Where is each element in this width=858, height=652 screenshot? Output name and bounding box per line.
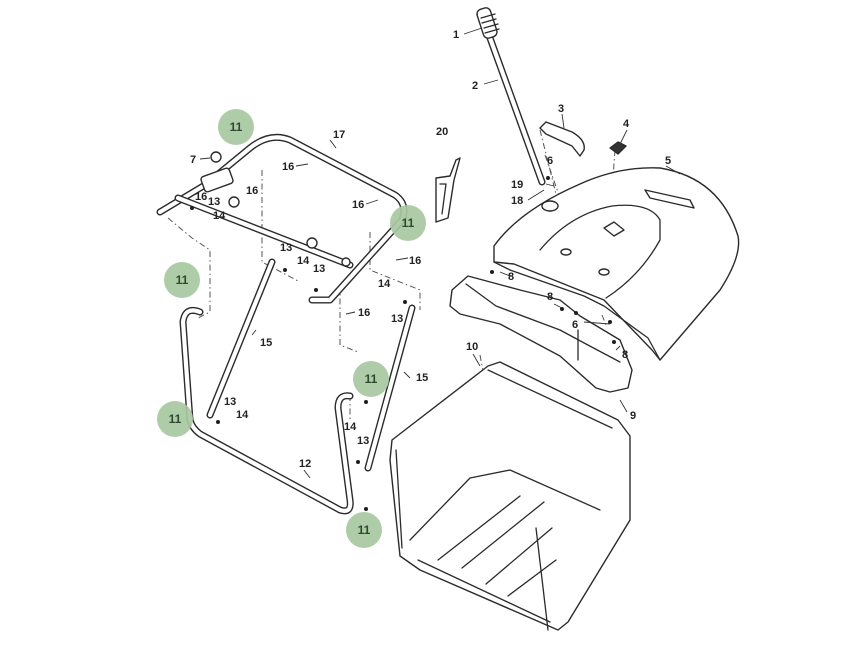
- lower-frame[interactable]: [179, 306, 354, 515]
- callout-2: 2: [472, 80, 478, 92]
- callout-6a: 6: [547, 155, 553, 167]
- top-cover[interactable]: [493, 167, 740, 361]
- callout-14d: 14: [236, 409, 249, 421]
- callout-13e: 13: [224, 396, 236, 408]
- callout-labels: 1 2 3 4 5 6 6 7 8 8 8 9 10 12 13 13 13 1…: [190, 29, 671, 470]
- callout-16e: 16: [409, 255, 421, 267]
- highlight-11-right-frame[interactable]: 11: [390, 205, 426, 241]
- highlight-label: 11: [169, 412, 182, 426]
- callout-6b: 6: [572, 319, 578, 331]
- handle-rod[interactable]: [486, 34, 546, 186]
- callout-3: 3: [558, 103, 564, 115]
- highlight-11-left-upper[interactable]: 11: [164, 262, 200, 298]
- highlight-label: 11: [365, 372, 378, 386]
- callout-16d: 16: [352, 199, 364, 211]
- callout-8b: 8: [547, 291, 553, 303]
- callout-15a: 15: [260, 337, 272, 349]
- side-strut-right[interactable]: [364, 304, 416, 472]
- hardware-dots: [190, 176, 616, 511]
- highlight-label: 11: [230, 120, 243, 134]
- highlight-11-bottom[interactable]: 11: [346, 512, 382, 548]
- highlight-11-top[interactable]: 11: [218, 109, 254, 145]
- callout-13d: 13: [391, 313, 403, 325]
- callout-14a: 14: [213, 210, 226, 222]
- highlight-label: 11: [402, 216, 415, 230]
- callout-13f: 13: [357, 435, 369, 447]
- callout-18: 18: [511, 195, 523, 207]
- handle-grip[interactable]: [476, 7, 500, 40]
- callout-13a: 13: [208, 196, 220, 208]
- callout-16c: 16: [195, 191, 207, 203]
- highlight-label: 11: [176, 273, 189, 287]
- callout-12: 12: [299, 458, 311, 470]
- callout-20: 20: [436, 126, 448, 138]
- callout-10: 10: [466, 341, 478, 353]
- callout-16a: 16: [282, 161, 294, 173]
- callout-14e: 14: [344, 421, 357, 433]
- leader-lines: [199, 27, 681, 479]
- highlight-11-left-lower[interactable]: 11: [157, 401, 193, 437]
- callout-8a: 8: [508, 271, 514, 283]
- callout-1: 1: [453, 29, 459, 41]
- callout-16b: 16: [246, 185, 258, 197]
- callout-5: 5: [665, 155, 671, 167]
- callout-15b: 15: [416, 372, 428, 384]
- highlight-label: 11: [358, 523, 371, 537]
- callout-16f: 16: [358, 307, 370, 319]
- catcher-bag[interactable]: [389, 361, 631, 631]
- callout-13b: 13: [280, 242, 292, 254]
- clip[interactable]: [609, 141, 627, 155]
- latch-bracket[interactable]: [539, 121, 585, 157]
- callout-8c: 8: [622, 349, 628, 361]
- callout-17: 17: [333, 129, 345, 141]
- rear-handle[interactable]: [435, 157, 461, 223]
- highlight-11-center[interactable]: 11: [353, 361, 389, 397]
- callout-7: 7: [190, 154, 196, 166]
- callout-13c: 13: [313, 263, 325, 275]
- callout-14c: 14: [378, 278, 391, 290]
- callout-14b: 14: [297, 255, 310, 267]
- callout-19: 19: [511, 179, 523, 191]
- callout-9: 9: [630, 410, 636, 422]
- rear-deflector[interactable]: [449, 275, 633, 393]
- side-strut-left[interactable]: [206, 258, 276, 419]
- callout-4: 4: [623, 118, 630, 130]
